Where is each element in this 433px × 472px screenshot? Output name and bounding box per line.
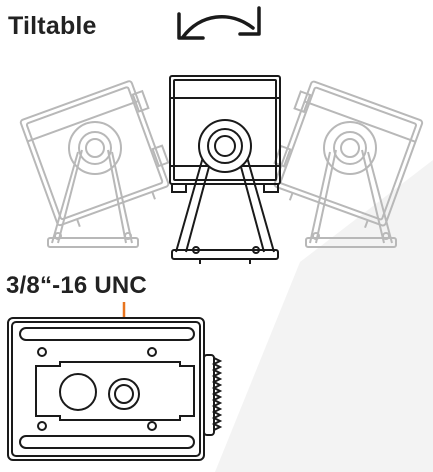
- tilted-left-monitor: [19, 80, 170, 248]
- tilt-arrow-icon: [177, 6, 261, 40]
- thread-spec-label: 3/8“-16 UNC: [6, 272, 147, 299]
- mounting-plate: [7, 317, 223, 461]
- tilted-right-monitor: [273, 80, 424, 248]
- center-monitor: [169, 75, 281, 264]
- tiltable-label: Tiltable: [8, 12, 97, 40]
